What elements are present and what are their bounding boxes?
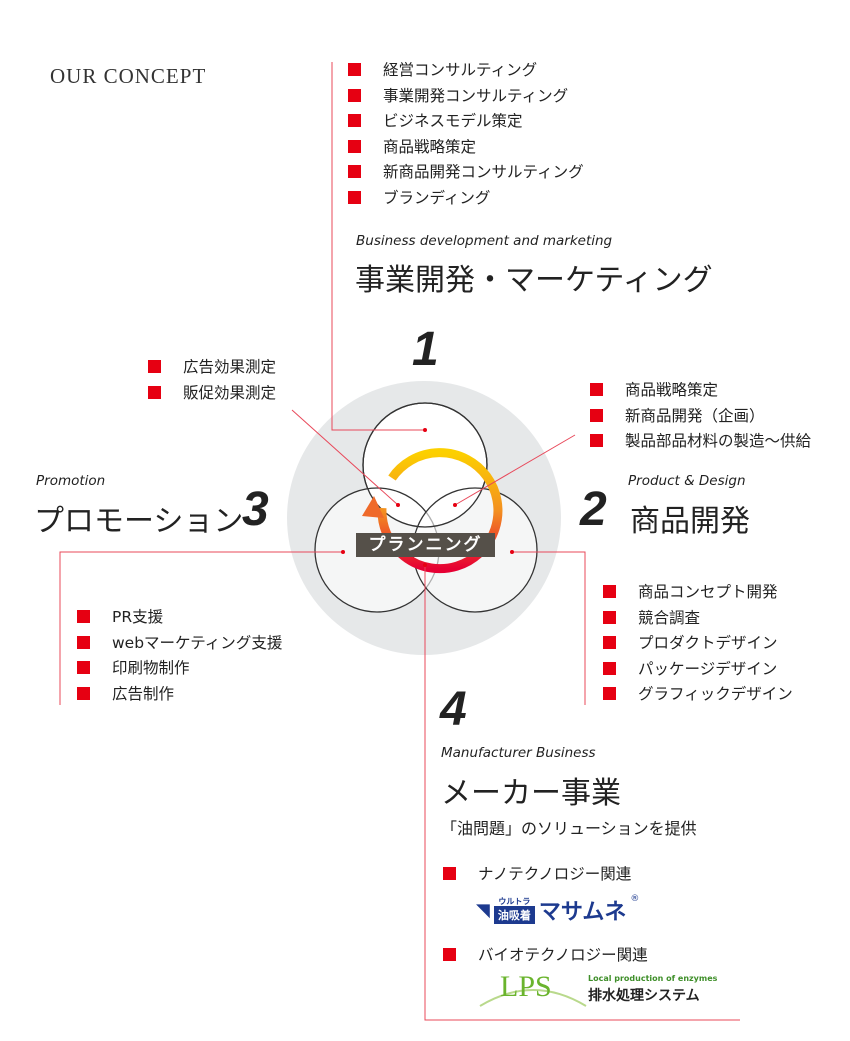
list-item: webマーケティング支援 (77, 631, 282, 657)
list-item: バイオテクノロジー関連 (443, 943, 648, 969)
section4-item-bio: バイオテクノロジー関連 (443, 943, 648, 969)
list-item: プロダクトデザイン (603, 631, 793, 657)
list-item: ナノテクノロジー関連 (443, 862, 631, 888)
list-item: 事業開発コンサルティング (348, 84, 584, 110)
section1-heading: 事業開発・マーケティング (355, 263, 713, 298)
list-item: PR支援 (77, 605, 282, 631)
section3-number: 3 (242, 483, 269, 536)
list-item: 販促効果測定 (148, 381, 276, 407)
section4-en: Manufacturer Business (441, 745, 596, 761)
section4-subtitle: 「油問題」のソリューションを提供 (441, 819, 697, 838)
list-item: 製品部品材料の製造～供給 (590, 429, 811, 455)
section2-list: 商品コンセプト開発 競合調査 プロダクトデザイン パッケージデザイン グラフィッ… (603, 580, 793, 708)
list-item: 商品戦略策定 (348, 135, 584, 161)
section1-number: 1 (412, 323, 439, 376)
section1-en: Business development and marketing (356, 233, 613, 249)
list-item: 新商品開発（企画） (590, 404, 811, 430)
section3-en: Promotion (36, 473, 106, 489)
section4-number: 4 (440, 683, 467, 736)
section4-heading: メーカー事業 (441, 776, 621, 811)
list-item: 広告効果測定 (148, 355, 276, 381)
section2-number: 2 (580, 483, 607, 536)
list-item: 新商品開発コンサルティング (348, 160, 584, 186)
arc-icon (479, 989, 587, 1007)
list-item: パッケージデザイン (603, 657, 793, 683)
list-item: 商品戦略策定 (590, 378, 811, 404)
planning-label: プランニング (356, 533, 495, 557)
list-item: ビジネスモデル策定 (348, 109, 584, 135)
section2-top-list: 商品戦略策定 新商品開発（企画） 製品部品材料の製造～供給 (590, 378, 811, 455)
list-item: 経営コンサルティング (348, 58, 584, 84)
list-item: 競合調査 (603, 606, 793, 632)
section2-heading: 商品開発 (630, 504, 750, 539)
masamune-logo: ◥ ウルトラ 油吸着 マサムネ ® (476, 894, 640, 925)
section3-heading: プロモーション (34, 504, 244, 539)
list-item: 商品コンセプト開発 (603, 580, 793, 606)
section1-list: 経営コンサルティング 事業開発コンサルティング ビジネスモデル策定 商品戦略策定… (348, 58, 584, 211)
section2-en: Product & Design (628, 473, 746, 489)
leaf-icon: ◥ (476, 899, 490, 921)
section3-top-list: 広告効果測定 販促効果測定 (148, 355, 276, 406)
list-item: グラフィックデザイン (603, 682, 793, 708)
list-item: ブランディング (348, 186, 584, 212)
section4-item-nano: ナノテクノロジー関連 (443, 862, 631, 888)
section3-list: PR支援 webマーケティング支援 印刷物制作 広告制作 (77, 605, 282, 707)
page-title: OUR CONCEPT (50, 64, 207, 88)
list-item: 印刷物制作 (77, 656, 282, 682)
list-item: 広告制作 (77, 682, 282, 708)
